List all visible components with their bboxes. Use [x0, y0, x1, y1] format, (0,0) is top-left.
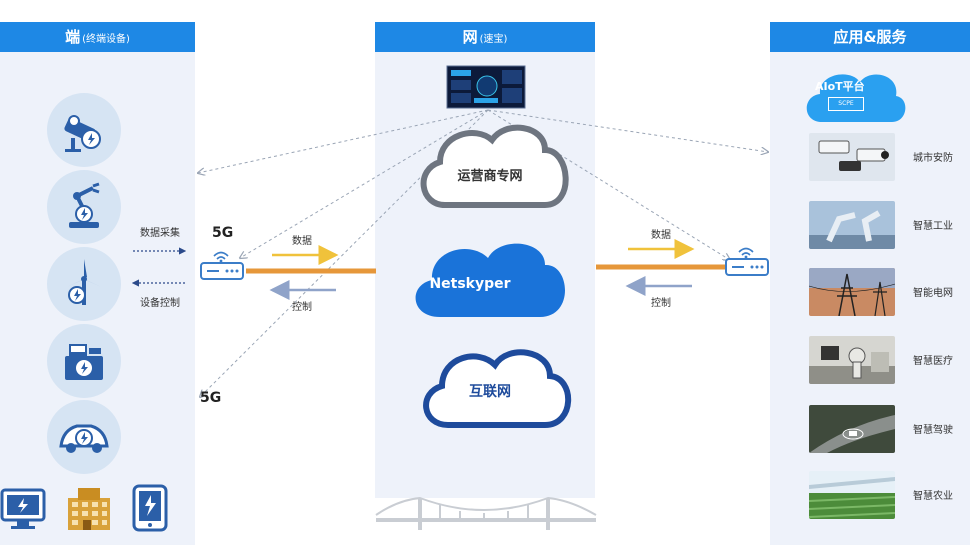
- service-label: 城市安防: [913, 153, 953, 164]
- service-label: 智能电网: [913, 288, 953, 299]
- carrier-cloud-label: 运营商专网: [457, 169, 523, 184]
- right-router-icon: [725, 247, 769, 276]
- services-header-title: 应用&服务: [833, 28, 907, 46]
- service-image-driving: [809, 405, 895, 453]
- services-header: 应用&服务: [770, 22, 970, 52]
- tech-5g-label: 5G: [212, 225, 234, 241]
- service-image-industry: [809, 201, 895, 249]
- carrier-cloud: [420, 124, 569, 208]
- left-control-label: 控制: [292, 302, 312, 313]
- terminal-device-circle: [47, 324, 121, 398]
- internet-cloud-label: 互联网: [469, 384, 511, 400]
- tech-5g-label-lower: 5G: [200, 390, 222, 406]
- right-data-label: 数据: [651, 230, 671, 241]
- service-label: 智慧驾驶: [913, 425, 953, 436]
- collect-label: 数据采集: [140, 228, 180, 239]
- right-control-label: 控制: [651, 298, 671, 309]
- aiot-cloud-icon: [806, 74, 906, 122]
- car-icon: [59, 424, 109, 453]
- bridge-icon: [375, 496, 597, 530]
- terminal-device-circle: [47, 93, 121, 167]
- aiot-badge: SCPE: [828, 97, 864, 111]
- left-router-icon: [200, 251, 244, 280]
- security-camera-icon: [64, 115, 101, 152]
- network-header: 网(速宝): [375, 22, 595, 52]
- left-data-label: 数据: [292, 236, 312, 247]
- dashboard-screen-icon: [446, 65, 526, 109]
- netskyper-cloud-label: Netskyper: [429, 276, 511, 292]
- service-image-grid: [809, 268, 895, 316]
- service-image-medical: [809, 336, 895, 384]
- monitor-icon: [0, 488, 46, 529]
- cash-register-icon: [65, 344, 103, 380]
- wind-turbine-icon: [67, 259, 101, 305]
- service-label: 智慧农业: [913, 491, 953, 502]
- terminal-device-circle: [47, 247, 121, 321]
- terminal-header: 端(终端设备): [0, 22, 195, 52]
- network-header-title: 网: [462, 28, 478, 46]
- internet-cloud: [423, 349, 572, 428]
- tablet-icon: [132, 484, 168, 532]
- service-image-cctv: [809, 133, 895, 181]
- building-icon: [68, 488, 110, 530]
- network-header-subtitle: (速宝): [479, 34, 508, 45]
- netskyper-cloud: [415, 243, 565, 317]
- control-label: 设备控制: [140, 298, 180, 309]
- terminal-device-circle: [47, 170, 121, 244]
- terminal-device-circle: [47, 400, 121, 474]
- robot-arm-icon: [69, 182, 100, 228]
- aiot-title: AIoT平台: [815, 80, 865, 93]
- service-label: 智慧医疗: [913, 356, 953, 367]
- service-label: 智慧工业: [913, 221, 953, 232]
- terminal-header-subtitle: (终端设备): [82, 34, 130, 45]
- service-image-farm: [809, 471, 895, 519]
- terminal-header-title: 端: [65, 28, 81, 46]
